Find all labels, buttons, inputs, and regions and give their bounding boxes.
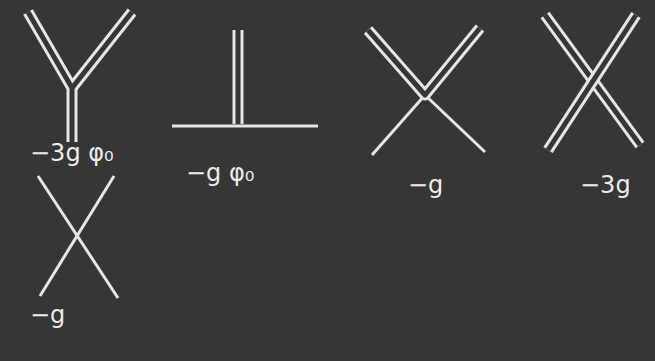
double-line [548,15,636,150]
coupling-label: −3g [580,172,631,198]
double-line-gap [28,12,72,142]
double-x-vertex [545,15,640,150]
coupling-label: −3g φ₀ [30,140,114,166]
double-line-gap [236,30,241,124]
double-line-gap [368,28,480,95]
double-line-vertex [28,12,132,142]
coupling-label: −g φ₀ [186,160,254,186]
t-vertex [172,30,318,126]
coupling-label: −g [30,302,65,328]
double-line-gap [548,15,636,150]
single-line [38,176,118,298]
mixed-x-vertex [368,28,485,155]
single-line [372,95,425,155]
double-line [368,28,480,95]
double-line [233,30,244,124]
coupling-label: −g [408,172,443,198]
single-line [425,95,485,152]
single-line [172,125,318,128]
single-line [40,176,114,296]
double-line-gap [72,12,132,88]
single-x-vertex [38,176,118,298]
double-line [72,12,132,88]
double-line [28,12,72,142]
